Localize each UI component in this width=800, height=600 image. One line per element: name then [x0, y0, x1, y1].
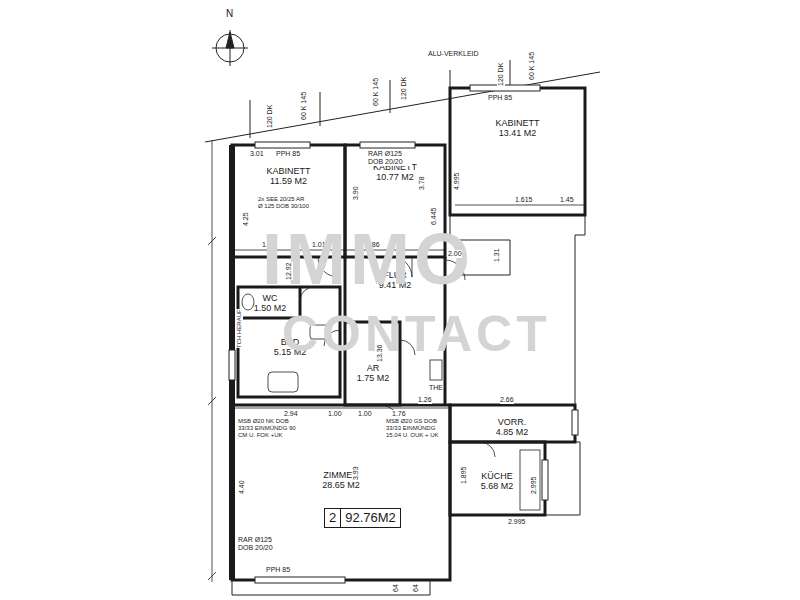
dimension-label: 1.26	[418, 396, 432, 404]
watermark: CONTACT	[282, 306, 551, 363]
dimension-label: 60 K 145	[372, 78, 380, 106]
balconies	[232, 215, 585, 595]
dimension-label: 120 DK	[400, 77, 408, 100]
dimension-label: 12.92	[285, 262, 293, 280]
dimension-label: 3.90	[352, 186, 360, 200]
dimension-label: 3.93	[352, 466, 360, 480]
room-area: VORR.4.85 M2	[453, 408, 571, 440]
dimension-label: 60 K 145	[300, 92, 308, 120]
dimension-label: 1.31	[493, 248, 501, 262]
dimension-label: 1.615	[515, 196, 533, 204]
dimension-label: PPH 85	[266, 566, 290, 574]
dimension-label: 1.76	[392, 410, 406, 418]
room-name: KABINETT	[495, 118, 539, 128]
dimension-label: PPH 85	[488, 94, 512, 102]
room-name: VORR.	[498, 417, 527, 427]
dimension-label: 4.995	[453, 172, 461, 190]
dimension-label: 120 DK	[266, 105, 274, 128]
dimension-label: 2.00	[448, 250, 462, 258]
room-size: 92.76M2	[341, 509, 400, 527]
cladding-line	[205, 60, 600, 142]
compass	[212, 30, 248, 66]
dimension-label: N	[226, 8, 233, 20]
walls	[232, 88, 585, 580]
room-size: 4.85 M2	[496, 427, 529, 437]
room-size: 1.50 M2	[254, 303, 287, 313]
room-name: KABINETT	[266, 166, 310, 176]
dimension-label: RAR Ø125 DOB 20/20	[238, 536, 282, 552]
dimension-label: 4.25	[242, 212, 250, 226]
dimension-label: 2.66	[500, 396, 514, 404]
watermark: IMMO	[262, 218, 474, 301]
dimension-label: 3.78	[418, 176, 426, 190]
room-name: 2	[325, 509, 341, 527]
dimension-label: 1.00	[328, 410, 342, 418]
dimension-label: 2.94	[284, 410, 298, 418]
dimension-label: THE	[429, 384, 443, 392]
dimension-label: MSB Ø20 NK DOB 33/33 EINMÜNDG 90 CM U. F…	[238, 418, 302, 439]
room-size: 1.75 M2	[357, 373, 390, 383]
room-size: 5.68 M2	[481, 481, 514, 491]
room-area: ZIMMER28.65 M2292.76M2	[236, 440, 446, 576]
dimension-label: 1.45	[560, 196, 574, 204]
dimension-lines	[208, 140, 585, 582]
dimension-label: 60 K 145	[528, 52, 536, 80]
dimension-label: TCH HERAUF	[236, 309, 243, 348]
dimension-label: RAR Ø125 DOB 20/20	[368, 150, 412, 166]
dimension-label: PPH 85	[276, 150, 300, 158]
room-size: 28.65 M2	[322, 480, 360, 490]
dimension-label: 1.895	[460, 466, 468, 484]
area-box: 292.76M2	[324, 508, 401, 528]
dimension-label: 64	[412, 584, 420, 592]
dimension-label: 2.995	[508, 518, 526, 526]
room-size: 11.59 M2	[270, 176, 307, 186]
dimension-label: 2x SEE 20/25 AR Ø 125 DOB 30/100	[258, 196, 310, 210]
dimension-label: 4.40	[238, 480, 246, 494]
room-name: KÜCHE	[481, 471, 513, 481]
room-size: 10.77 M2	[376, 172, 414, 182]
dimension-label: MSB Ø20 GS DOB 33/33 EINMÜNDG 15.04 U. O…	[386, 418, 446, 439]
windows	[229, 85, 578, 583]
dimension-label: 1.00	[358, 410, 372, 418]
room-area: KABINETT13.41 M2	[455, 92, 580, 210]
dimension-label: 120 DK	[497, 63, 505, 86]
dimension-label: 2.995	[530, 476, 538, 494]
dimension-label: ALU-VERKLEID	[428, 50, 479, 58]
room-size: 13.41 M2	[499, 128, 537, 138]
room-name: AR	[367, 363, 380, 373]
dimension-label: 3.01	[250, 150, 264, 158]
dimension-label: 64	[392, 584, 400, 592]
